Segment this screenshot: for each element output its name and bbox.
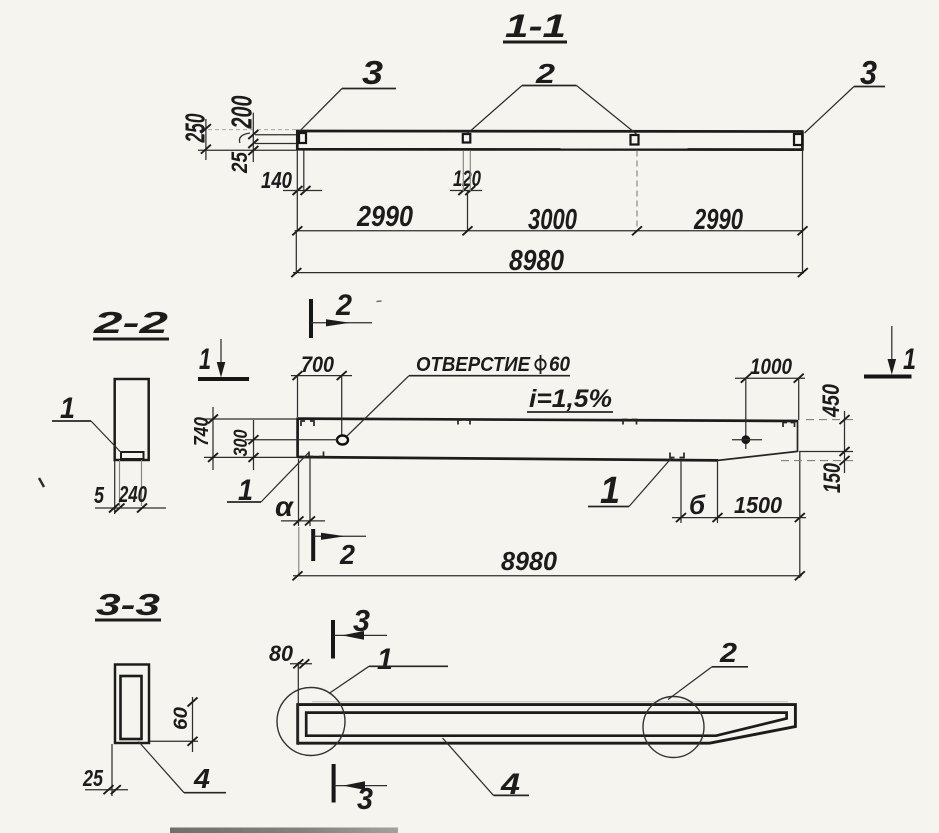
svg-text:б: б (689, 490, 706, 520)
svg-text:700: 700 (301, 352, 335, 377)
svg-text:1: 1 (238, 474, 253, 507)
svg-text:3: 3 (860, 54, 877, 91)
svg-text:60: 60 (171, 707, 192, 730)
svg-text:1: 1 (600, 470, 620, 512)
svg-text:2: 2 (339, 539, 355, 570)
svg-text:450: 450 (818, 383, 845, 417)
svg-text:i=1,5%: i=1,5% (529, 385, 612, 413)
svg-text:150: 150 (819, 463, 846, 493)
svg-text:2990: 2990 (693, 204, 743, 236)
svg-text:2: 2 (535, 58, 556, 89)
svg-text:1500: 1500 (734, 492, 782, 518)
svg-text:3: 3 (357, 781, 373, 816)
svg-text:3000: 3000 (528, 204, 577, 236)
svg-text:8980: 8980 (509, 245, 564, 277)
svg-text:740: 740 (191, 417, 213, 446)
svg-text:4: 4 (500, 768, 520, 801)
svg-text:3: 3 (362, 54, 383, 91)
svg-text:200: 200 (227, 96, 259, 130)
svg-text:25: 25 (82, 765, 104, 791)
svg-text:1: 1 (60, 392, 75, 425)
svg-text:3: 3 (353, 603, 370, 638)
svg-text:α: α (275, 492, 294, 522)
svg-text:1: 1 (903, 343, 916, 376)
svg-text:140: 140 (261, 167, 292, 193)
svg-text:ОТВЕРСТИЕ: ОТВЕРСТИЕ (416, 354, 531, 376)
svg-text:1: 1 (377, 643, 393, 676)
svg-text:250: 250 (180, 113, 211, 143)
svg-text:1000: 1000 (750, 354, 793, 379)
svg-text:3-3: 3-3 (96, 587, 160, 622)
svg-text:1-1: 1-1 (505, 8, 566, 44)
svg-text:2: 2 (335, 289, 352, 322)
svg-text:300: 300 (231, 429, 252, 456)
svg-text:2-2: 2-2 (92, 305, 168, 340)
svg-text:1: 1 (199, 343, 211, 376)
svg-text:60: 60 (549, 353, 570, 376)
svg-text:5: 5 (94, 482, 105, 508)
svg-text:25: 25 (227, 151, 252, 174)
svg-text:2: 2 (719, 637, 738, 668)
svg-text:2990: 2990 (356, 201, 413, 233)
svg-text:8980: 8980 (501, 546, 558, 576)
svg-text:4: 4 (193, 763, 210, 794)
svg-text:240: 240 (118, 481, 147, 507)
svg-text:80: 80 (269, 641, 294, 666)
